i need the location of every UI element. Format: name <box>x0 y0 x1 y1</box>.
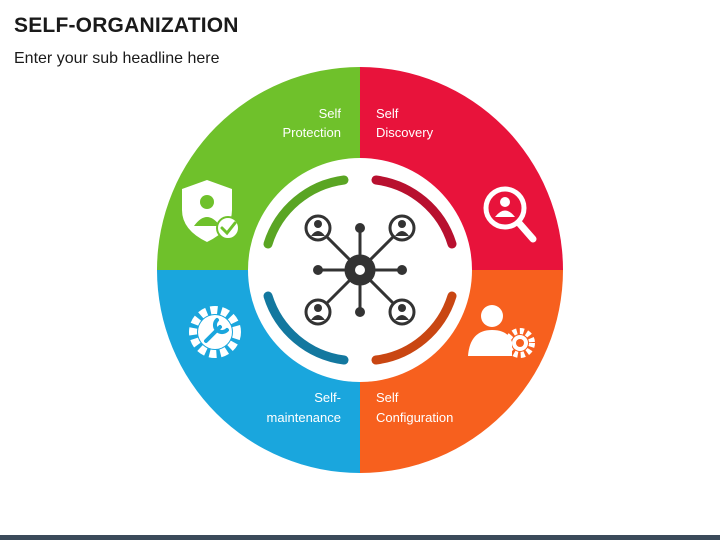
gear-wrench-icon <box>189 306 241 358</box>
arc-configuration <box>371 291 457 365</box>
label-protection-line2: Protection <box>282 125 341 140</box>
page-subtitle: Enter your sub headline here <box>14 50 220 67</box>
label-discovery-line2: Discovery <box>376 125 434 140</box>
label-configuration-line2: Configuration <box>376 410 453 425</box>
label-configuration-line1: Self <box>376 390 399 405</box>
label-maintenance-line1: Self- <box>314 390 341 405</box>
arc-maintenance <box>263 291 349 365</box>
shield-user-check-icon <box>182 180 240 242</box>
label-maintenance-line2: maintenance <box>267 410 341 425</box>
inner-arcs <box>251 161 469 379</box>
label-discovery-line1: Self <box>376 106 399 121</box>
user-gear-icon <box>468 305 535 358</box>
page-title: SELF-ORGANIZATION <box>14 14 239 37</box>
label-protection-line1: Self <box>319 106 342 121</box>
footer-bar <box>0 535 720 540</box>
arc-protection <box>263 175 349 249</box>
magnify-user-icon <box>483 186 537 243</box>
arc-discovery <box>371 175 457 249</box>
network-hub-users-icon <box>304 214 416 326</box>
